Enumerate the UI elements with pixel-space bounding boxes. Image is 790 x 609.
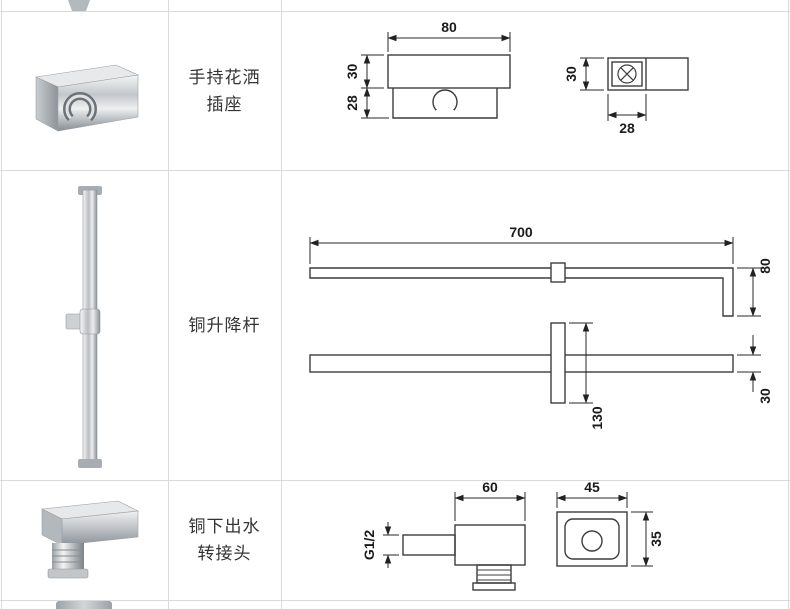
product-name-cell: 铜升降杆 — [168, 170, 281, 480]
hook-gap-mask — [436, 110, 454, 117]
product-photo-cell — [0, 170, 168, 480]
spec-row-outlet-adapter: 铜下出水 转接头 — [0, 479, 790, 600]
grid-line-vertical — [788, 0, 789, 609]
adapter-dimension-drawing: 60 G1/2 45 35 — [361, 479, 664, 591]
spec-row-shower-holder: 手持花洒 插座 — [0, 11, 790, 170]
rod-lower-view — [309, 322, 734, 404]
dim-rod-length: 700 — [509, 224, 533, 240]
grid-line-vertical — [281, 0, 282, 609]
dimension-drawing-cell: 700 80 130 30 — [281, 170, 790, 480]
rod-upper-view — [309, 262, 734, 317]
outlet-adapter-photo — [40, 500, 140, 579]
dimension-lines — [309, 237, 761, 404]
dimension-drawing-cell: 60 G1/2 45 35 — [281, 479, 790, 600]
dim-side-height: 30 — [563, 66, 579, 82]
grid-line-vertical — [168, 0, 169, 609]
holder-side-view — [607, 57, 689, 91]
product-name-line: 手持花洒 — [188, 67, 261, 87]
adapter-side-view — [402, 524, 526, 591]
partial-product-photo-bottom — [56, 601, 112, 609]
grid-line-vertical — [1, 0, 2, 609]
adapter-front-view — [556, 511, 628, 567]
product-name-line: 转接头 — [197, 544, 252, 563]
dimension-lines — [361, 32, 647, 121]
dim-face-width: 45 — [584, 480, 600, 495]
dimension-lines — [383, 492, 653, 568]
spec-row-lift-rod: 铜升降杆 — [0, 170, 790, 480]
dim-thread-spec: G1/2 — [361, 530, 377, 561]
dim-face-height: 35 — [648, 531, 664, 547]
dim-end-drop: 80 — [757, 258, 773, 274]
handheld-holder-photo — [34, 64, 140, 132]
product-name-line: 铜升降杆 — [188, 315, 261, 335]
lift-rod-dimension-drawing: 700 80 130 30 — [309, 224, 773, 430]
dimension-drawing-cell: 80 30 28 30 28 — [281, 11, 790, 170]
dim-front-hook-height: 28 — [344, 95, 360, 111]
dim-slider-length: 130 — [589, 406, 605, 430]
dim-front-body-height: 30 — [344, 64, 360, 80]
product-name-line: 铜下出水 — [188, 517, 261, 536]
grid-line-horizontal — [0, 170, 790, 171]
grid-line-horizontal — [0, 480, 790, 481]
product-name-line: 插座 — [206, 94, 243, 114]
product-name-cell: 铜下出水 转接头 — [168, 480, 281, 600]
product-name-cell: 手持花洒 插座 — [168, 11, 281, 170]
dim-front-width: 80 — [441, 19, 457, 35]
dim-bar-depth: 30 — [757, 388, 773, 404]
screw-cross-icon — [617, 64, 637, 84]
holder-dimension-drawing: 80 30 28 30 28 — [344, 19, 689, 136]
partial-product-photo-top — [68, 0, 90, 11]
dim-body-length: 60 — [482, 480, 498, 495]
grid-line-horizontal — [0, 600, 790, 601]
grid-line-horizontal — [0, 11, 790, 12]
holder-front-view — [387, 54, 511, 119]
product-photo-cell — [0, 11, 168, 170]
lift-rod-photo — [65, 186, 102, 468]
product-photo-cell — [0, 480, 168, 600]
dim-side-depth: 28 — [619, 120, 635, 136]
